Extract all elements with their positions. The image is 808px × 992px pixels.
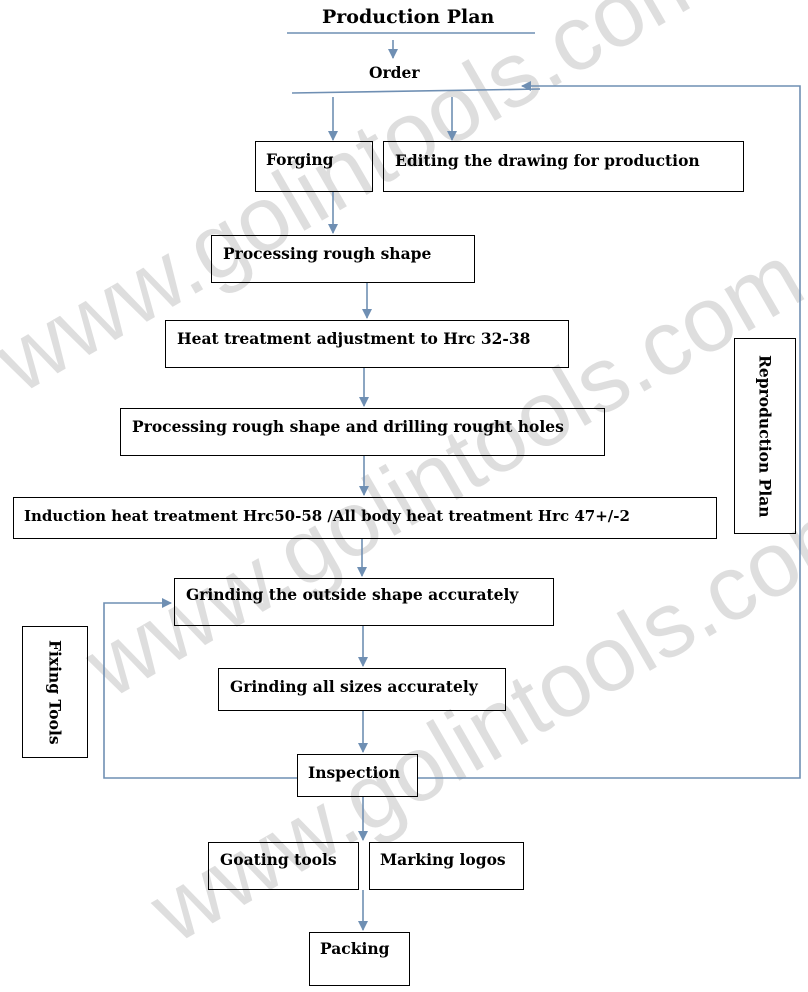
reproduction-loop [418, 81, 801, 779]
editing-label: Editing the drawing for production [395, 151, 700, 170]
reproduction-plan-box: Reproduction Plan [734, 338, 796, 534]
drilling-box [120, 408, 605, 456]
packing-label: Packing [320, 939, 390, 958]
reproduction-plan-label: Reproduction Plan [755, 354, 775, 518]
order-label: Order [369, 63, 420, 82]
editing-box [383, 141, 744, 192]
fixing-loop [103, 598, 297, 779]
fixing-tools-label: Fixing Tools [45, 639, 65, 745]
page-title: Production Plan [322, 6, 495, 28]
coating-label: Goating tools [220, 850, 337, 869]
induction-box [13, 497, 717, 539]
induction-label: Induction heat treatment Hrc50-58 /All b… [24, 507, 630, 525]
fixing-tools-box: Fixing Tools [22, 626, 88, 758]
inspection-box [297, 754, 418, 797]
grind-sizes-box [218, 668, 506, 711]
rough-shape-box [211, 235, 475, 283]
grind-outside-box [174, 578, 554, 626]
grind-sizes-label: Grinding all sizes accurately [230, 677, 478, 696]
forging-label: Forging [266, 150, 334, 169]
heat-adjust-label: Heat treatment adjustment to Hrc 32-38 [177, 329, 531, 348]
grind-outside-label: Grinding the outside shape accurately [186, 585, 519, 604]
forging-box [255, 141, 373, 192]
coating-box [208, 842, 359, 890]
drilling-label: Processing rough shape and drilling roug… [132, 417, 564, 436]
order-underline [291, 88, 541, 94]
inspection-label: Inspection [308, 763, 401, 782]
marking-label: Marking logos [380, 850, 506, 869]
packing-box [309, 932, 410, 986]
rough-shape-label: Processing rough shape [223, 244, 432, 263]
heat-adjust-box [165, 320, 569, 368]
marking-box [369, 842, 524, 890]
